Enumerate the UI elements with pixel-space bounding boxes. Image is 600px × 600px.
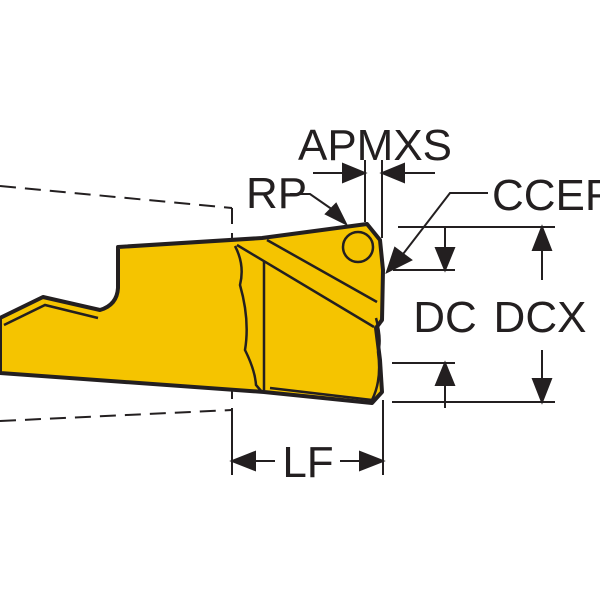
label-ccer: CCER — [492, 171, 600, 220]
cutting-insert — [0, 222, 385, 405]
label-rp: RP — [246, 169, 307, 218]
label-apmxs: APMXS — [298, 121, 452, 170]
dc-dcx-dimensions — [392, 224, 555, 408]
label-lf: LF — [282, 438, 333, 487]
apmxs-dimension — [313, 160, 435, 238]
label-dcx: DCX — [494, 293, 587, 342]
label-dc: DC — [413, 293, 477, 342]
rp-leader — [290, 193, 349, 227]
ccer-leader — [385, 192, 488, 274]
lf-dimension — [229, 400, 386, 475]
